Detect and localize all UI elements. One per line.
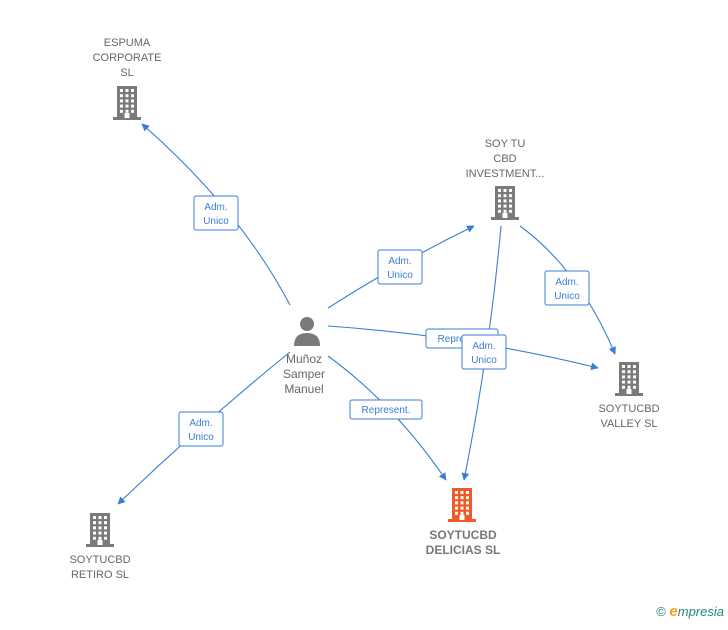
edge-label-soytu-valley[interactable]: Adm. Unico [544,270,590,306]
edge-label-line: Unico [387,270,413,281]
node-soytucbd-valley[interactable]: SOYTUCBD VALLEY SL [598,362,660,430]
copyright-symbol: © [656,604,666,619]
node-soytucbd-retiro[interactable]: SOYTUCBD RETIRO SL [69,513,131,581]
building-icon [86,513,114,547]
node-label-line: DELICIAS SL [426,543,501,557]
node-label-line: Muñoz [286,352,322,366]
edge-label-person-retiro[interactable]: Adm. Unico [178,411,224,447]
node-label-line: SOY TU [485,138,526,150]
edge-label-person-espuma[interactable]: Adm. Unico [193,195,239,231]
edge-label-box [349,399,423,420]
building-icon [448,488,476,522]
node-label-line: INVESTMENT... [466,168,545,180]
edge-label-box [544,270,590,306]
building-icon [615,362,643,396]
edge-label-box [461,334,507,370]
node-label-line: CORPORATE [93,52,162,64]
node-label-line: VALLEY SL [600,418,657,430]
edge-label-box [377,249,423,285]
nodes-layer: ESPUMA CORPORATE SL SOY TU CBD INVESTMEN… [69,37,659,581]
node-soytu-cbd-investment[interactable]: SOY TU CBD INVESTMENT... [466,138,545,220]
edge-label-line: Adm. [472,341,495,352]
node-label-line: Samper [283,367,325,381]
edge-label-soytu-delicias[interactable]: Adm. Unico [461,334,507,370]
edge-label-line: Adm. [189,418,212,429]
building-icon [491,186,519,220]
edges-layer [117,123,616,505]
edge-labels-layer: Adm. Unico Adm. Unico Represent. Adm. Un… [178,195,590,447]
node-label-line: SL [120,67,133,79]
edge-label-person-soytu[interactable]: Adm. Unico [377,249,423,285]
edge-label-line: Adm. [388,256,411,267]
edge-label-line: Unico [203,216,229,227]
building-icon [113,86,141,120]
node-label-line: SOYTUCBD [429,528,497,542]
edge-label-line: Unico [188,432,214,443]
node-label-line: Manuel [284,382,323,396]
node-espuma-corporate[interactable]: ESPUMA CORPORATE SL [93,37,162,120]
node-person-munoz-samper[interactable]: Muñoz Samper Manuel [283,317,325,396]
empresia-logo[interactable]: © empresia [656,603,724,620]
edge-label-line: Adm. [555,277,578,288]
node-label-line: RETIRO SL [71,569,129,581]
node-label-line: SOYTUCBD [598,403,659,415]
edge-label-line: Represent. [362,405,411,416]
node-label-line: SOYTUCBD [69,554,130,566]
edge-label-line: Unico [471,355,497,366]
node-soytucbd-delicias[interactable]: SOYTUCBD DELICIAS SL [426,488,501,557]
node-label-line: ESPUMA [104,37,151,49]
logo-initial: e [669,603,678,620]
edge-label-box [178,411,224,447]
logo-text: mpresia [677,604,724,619]
node-label-line: CBD [493,153,516,165]
edge-label-line: Adm. [204,202,227,213]
edge-label-person-delicias[interactable]: Represent. [349,399,423,420]
edge-label-box [193,195,239,231]
edge-label-line: Unico [554,291,580,302]
person-icon [294,317,320,346]
